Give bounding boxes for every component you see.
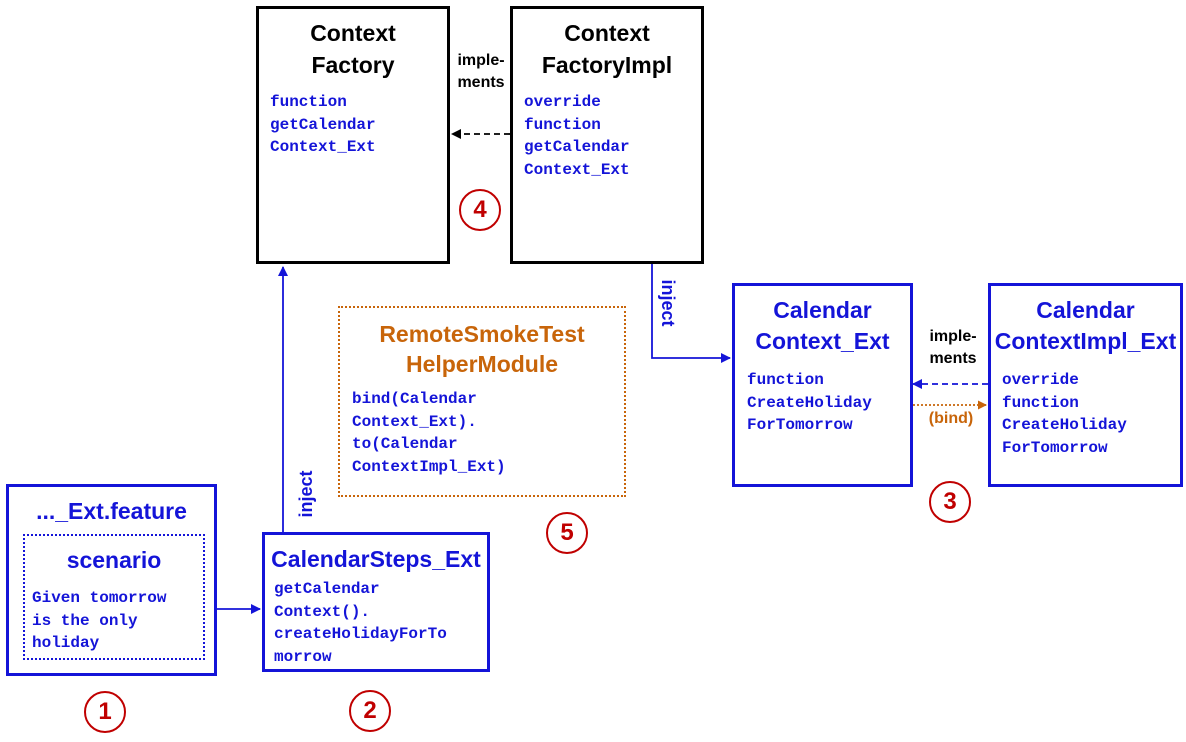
code-line: function <box>270 93 347 111</box>
calendar-context-ext-title-line-1: Calendar <box>773 297 872 323</box>
implements-label-right: imple- ments <box>920 326 986 370</box>
code-line: holiday <box>32 634 100 652</box>
feature-title: ..._Ext.feature <box>36 498 187 524</box>
code-line: ContextImpl_Ext) <box>352 457 506 476</box>
implements-line-2: ments <box>929 350 977 367</box>
scenario-box: scenario Given tomorrow is the only holida… <box>23 534 205 660</box>
implements-label-top: imple- ments <box>452 50 510 94</box>
code-line: override <box>1002 371 1079 389</box>
code-line: CreateHoliday <box>747 393 872 412</box>
step-5-badge: 5 <box>546 512 588 554</box>
implements-line-1: imple- <box>457 52 505 69</box>
inject-label-bottom: inject <box>296 470 316 518</box>
code-line: to(Calendar <box>352 435 458 453</box>
implements-line-1: imple- <box>929 328 977 345</box>
context-factory-title-line-1: Context <box>310 20 396 46</box>
code-line: CreateHoliday <box>1002 416 1127 434</box>
inject-label-top: inject <box>658 279 678 327</box>
calendar-context-ext-title-line-2: Context_Ext <box>755 328 890 354</box>
inject-arrow-impl-to-calendar <box>651 264 731 363</box>
code-line: morrow <box>274 647 332 666</box>
scenario-code: Given tomorrow is the only holiday <box>32 587 166 655</box>
remote-module-box: RemoteSmokeTest HelperModule bind(Calend… <box>338 306 626 497</box>
step-3-badge: 3 <box>929 481 971 523</box>
code-line: createHolidayForTo <box>274 625 447 643</box>
code-line: function <box>524 115 601 134</box>
code-line: bind(Calendar <box>352 390 477 408</box>
remote-module-title-line-1: RemoteSmokeTest <box>379 321 585 347</box>
step-2-badge: 2 <box>349 690 391 732</box>
code-line: function <box>1002 393 1079 412</box>
code-line: override <box>524 93 601 111</box>
feature-box: ..._Ext.feature scenario Given tomorrow i… <box>6 484 217 676</box>
code-line: function <box>747 371 824 389</box>
context-factory-impl-box: Context FactoryImpl override function getC… <box>510 6 704 264</box>
context-factory-title-line-2: Factory <box>311 52 395 78</box>
code-line: is the only <box>32 611 138 630</box>
scenario-title: scenario <box>66 547 162 573</box>
step-4-badge: 4 <box>459 189 501 231</box>
context-factory-impl-title-line-2: FactoryImpl <box>541 52 673 78</box>
implements-line-2: ments <box>457 74 505 91</box>
bind-label: (bind) <box>928 410 974 427</box>
calendar-context-impl-ext-title-line-2: ContextImpl_Ext <box>994 328 1177 354</box>
context-factory-impl-title-line-1: Context <box>564 20 650 46</box>
code-line: getCalendar <box>524 138 630 156</box>
code-line: ForTomorrow <box>747 416 853 434</box>
remote-module-title-line-2: HelperModule <box>405 351 559 377</box>
code-line: Context_Ext). <box>352 412 477 431</box>
code-line: getCalendar <box>274 580 380 598</box>
step-1-badge: 1 <box>84 691 126 733</box>
code-line: Given tomorrow <box>32 589 167 607</box>
calendar-steps-title: CalendarSteps_Ext <box>271 546 481 572</box>
calendar-context-impl-ext-title-line-1: Calendar <box>1036 297 1135 323</box>
code-line: ForTomorrow <box>1002 438 1108 457</box>
code-line: Context_Ext <box>270 138 376 156</box>
code-line: Context_Ext <box>524 160 630 179</box>
code-line: Context(). <box>274 602 371 621</box>
code-line: getCalendar <box>270 115 376 134</box>
calendar-context-impl-ext-box: Calendar ContextImpl_Ext override functio… <box>988 283 1183 487</box>
